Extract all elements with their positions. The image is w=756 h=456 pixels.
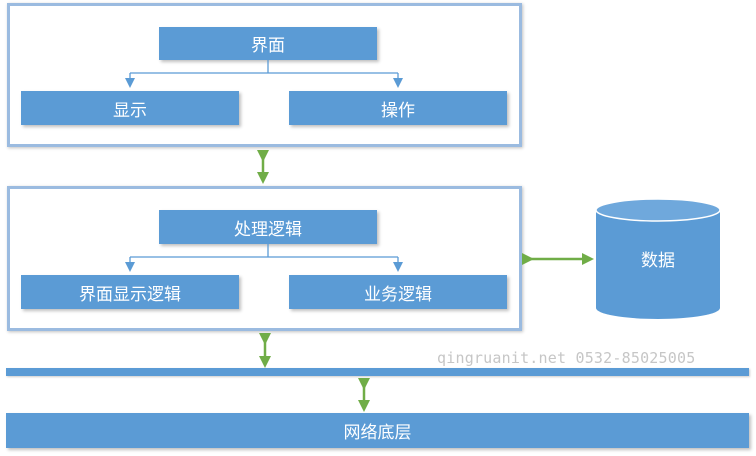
network-layer-box: 网络底层 <box>6 413 749 448</box>
middle-connector <box>125 244 403 272</box>
business-logic-box: 业务逻辑 <box>289 275 507 309</box>
bus-line <box>6 368 749 376</box>
watermark-text: qingruanit.net 0532-85025005 <box>437 349 696 367</box>
processing-logic-box: 处理逻辑 <box>159 210 377 244</box>
ui-display-logic-box: 界面显示逻辑 <box>21 275 239 309</box>
database-label: 数据 <box>641 251 675 271</box>
top-connector <box>125 60 403 88</box>
operation-box: 操作 <box>289 91 507 125</box>
database-cylinder-icon <box>595 198 721 319</box>
display-box: 显示 <box>21 91 239 125</box>
interface-box: 界面 <box>159 27 377 60</box>
